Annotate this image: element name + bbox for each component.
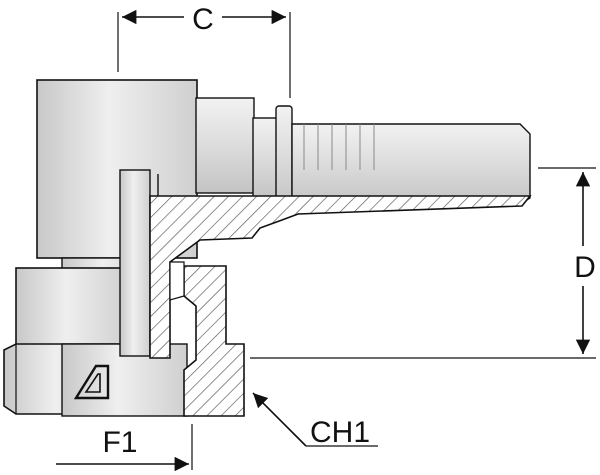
dimension-f1-label: F1 [102, 426, 137, 459]
dimension-c-label: C [192, 3, 214, 36]
section-swivel-nut [169, 261, 245, 417]
dimension-d-label: D [574, 251, 596, 284]
internal-bore [119, 169, 159, 357]
dimension-ch1-label: CH1 [310, 416, 370, 449]
dimension-ch1: CH1 [252, 392, 378, 449]
dimension-d: D [250, 167, 596, 359]
manufacturer-triangle-logo-icon [73, 364, 110, 400]
dimension-c: C [117, 3, 291, 98]
dimension-f1: F1 [56, 424, 193, 472]
section-elbow-wall [149, 195, 532, 359]
hose-tail [195, 97, 531, 207]
